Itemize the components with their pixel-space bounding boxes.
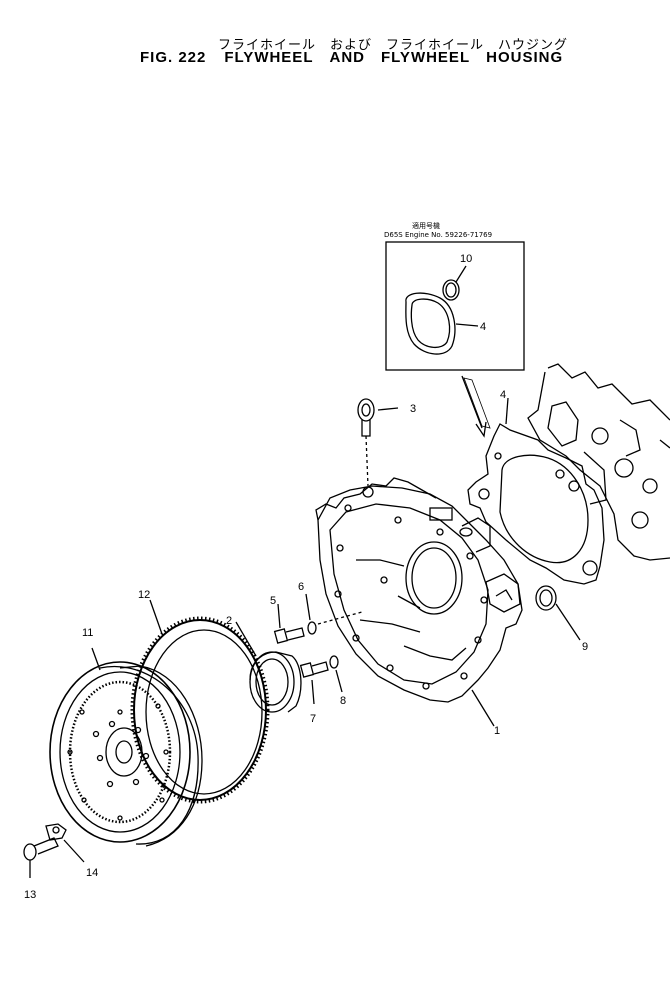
figure-title-japanese: フライホイール および フライホイール ハウジング (218, 38, 569, 53)
callout-9: 9 (582, 641, 588, 653)
callout-11: 11 (82, 627, 93, 639)
callout-7: 7 (310, 713, 316, 725)
callout-5: 5 (270, 595, 276, 607)
callout-12: 12 (138, 589, 150, 601)
part-2-oil-seal (235, 621, 302, 713)
part-12-ring-gear (130, 599, 270, 804)
title-word: FLYWHEEL (224, 49, 314, 66)
callout-1: 1 (494, 725, 500, 737)
part-4-gasket (467, 397, 605, 585)
part-1-flywheel-housing (315, 477, 523, 727)
part-14-lock-plate (45, 823, 85, 863)
title-word: AND (329, 49, 365, 66)
figure-number: FIG. 222 (140, 49, 207, 66)
inset-note-japanese: 適用号機 (412, 222, 440, 230)
part-11-flywheel (49, 647, 203, 847)
inset-applicability-note: 適用号機 D65S Engine No. 59226-71769 (384, 222, 492, 240)
callout-4: 4 (500, 389, 506, 401)
callout-13: 13 (24, 889, 36, 901)
engine-block (527, 363, 670, 561)
part-6-washer (305, 593, 317, 635)
figure-title-english: FIG. 222 FLYWHEEL AND FLYWHEEL HOUSING (140, 49, 563, 66)
part-13-bolt (23, 837, 59, 878)
part-3-eye-bolt (357, 398, 399, 487)
title-word: HOUSING (486, 49, 564, 66)
callout-14: 14 (86, 867, 98, 879)
part-8-washer (329, 655, 343, 693)
callout-8: 8 (340, 695, 346, 707)
callout-10: 10 (460, 253, 472, 265)
title-word: FLYWHEEL (380, 49, 471, 66)
part-9-o-ring (535, 585, 581, 641)
callout-4-inset: 4 (480, 321, 486, 333)
callout-3: 3 (410, 403, 416, 415)
part-7-bolt (299, 661, 329, 705)
callout-2: 2 (226, 615, 232, 627)
inset-detail-box (385, 241, 525, 371)
callout-6: 6 (298, 581, 304, 593)
inset-note-english: D65S Engine No. 59226-71769 (384, 231, 493, 239)
part-5-bolt (273, 603, 305, 644)
